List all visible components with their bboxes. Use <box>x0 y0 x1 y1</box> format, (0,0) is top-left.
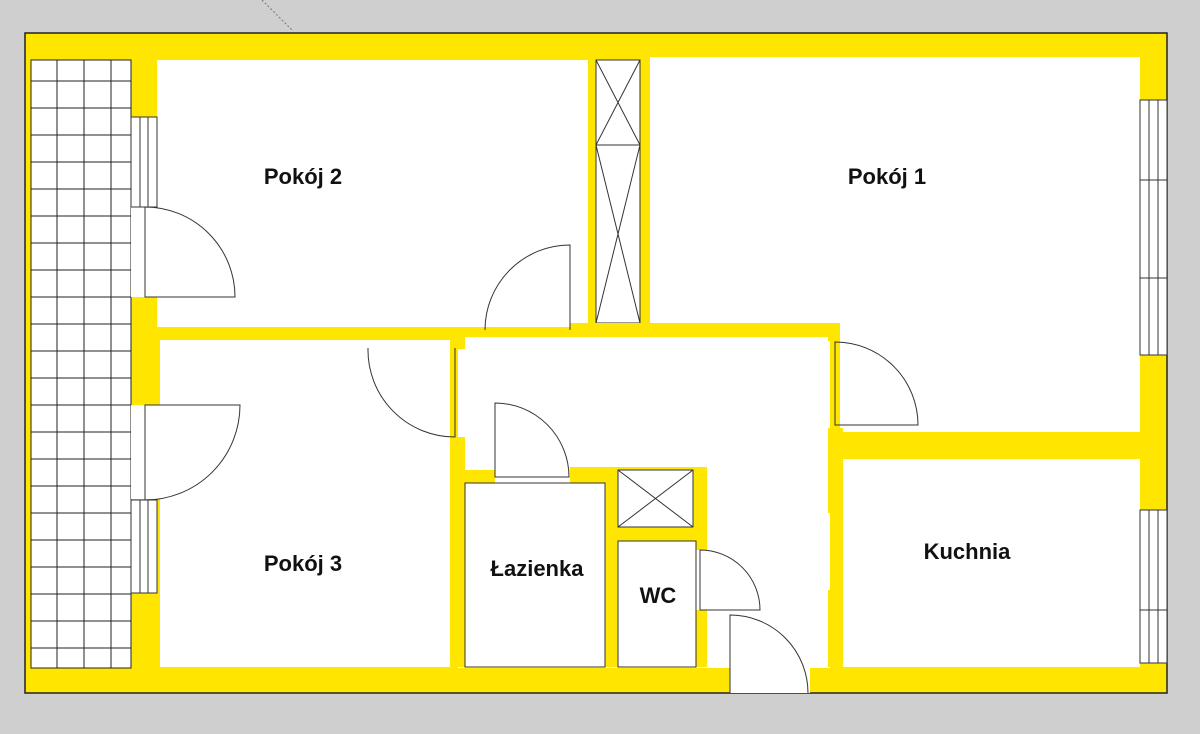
wall <box>828 590 843 667</box>
wall <box>570 323 840 337</box>
room-pokoj-1 <box>650 57 1140 323</box>
entrance-opening <box>730 667 810 693</box>
door-pokoj-2-balcony[interactable] <box>144 206 236 298</box>
wall <box>605 467 618 667</box>
wall <box>618 527 696 541</box>
ventilation-shaft <box>595 59 641 146</box>
window <box>130 499 158 594</box>
wall <box>465 470 495 483</box>
door-pokoj-1[interactable] <box>834 341 919 426</box>
room-pokoj-2 <box>157 60 588 327</box>
wall <box>828 428 843 513</box>
room-kuchnia <box>843 459 1140 667</box>
door-pokoj-3-balcony[interactable] <box>144 404 241 501</box>
window <box>130 116 158 208</box>
ventilation-shaft <box>595 144 641 324</box>
label-pokoj-1: Pokój 1 <box>848 164 926 189</box>
balcony <box>30 59 132 669</box>
door-lazienka[interactable] <box>494 402 570 478</box>
room-pokoj-3 <box>160 340 450 667</box>
wall <box>696 610 707 667</box>
wall <box>452 335 465 349</box>
label-kuchnia: Kuchnia <box>924 539 1012 564</box>
wall <box>693 467 707 550</box>
label-lazienka: Łazienka <box>491 556 585 581</box>
room-wc <box>617 540 697 668</box>
wall <box>452 437 465 667</box>
label-wc: WC <box>640 583 677 608</box>
guide-line <box>261 0 293 31</box>
door-pokoj-2[interactable] <box>484 244 571 331</box>
ventilation-shaft <box>617 469 694 528</box>
label-pokoj-3: Pokój 3 <box>264 551 342 576</box>
window <box>1139 509 1168 664</box>
label-pokoj-2: Pokój 2 <box>264 164 342 189</box>
room-lazienka <box>464 482 606 668</box>
door-wc[interactable] <box>699 549 761 611</box>
entrance-door[interactable] <box>729 614 809 694</box>
window <box>1139 99 1168 356</box>
room-pokoj-1-extension <box>840 322 1140 432</box>
wall <box>828 323 840 341</box>
door-pokoj-3[interactable] <box>367 347 456 438</box>
